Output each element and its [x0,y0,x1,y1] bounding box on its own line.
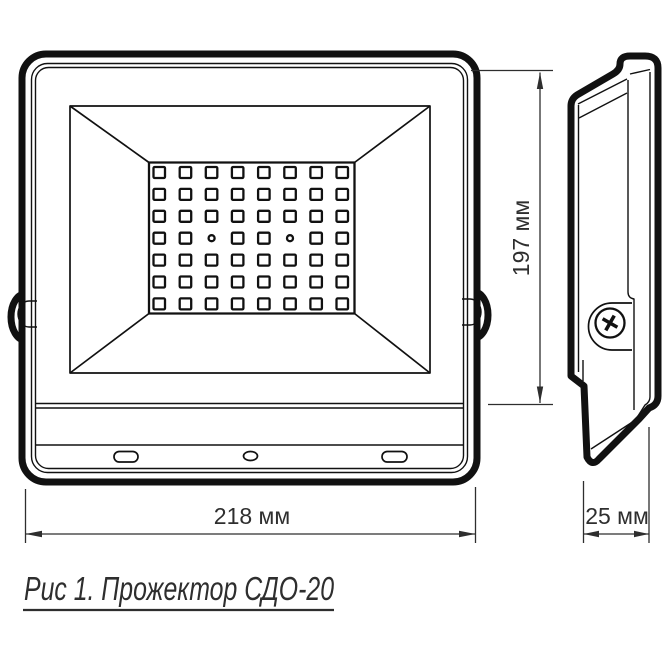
led-square [230,253,245,267]
led-square [309,253,324,267]
led-square [230,165,245,180]
led-square [335,297,350,311]
side-back-inner [629,68,651,417]
led-square [230,297,245,311]
screw-icon [594,307,626,339]
led-square [256,297,271,311]
led-square [204,187,219,202]
led-square [309,297,324,311]
led-square [256,275,271,289]
led-square [204,253,219,267]
side-glass-bevel [577,78,628,119]
led-square [178,253,193,267]
led-square [178,231,193,245]
dim-depth-label: 25 мм [585,503,649,529]
arrowhead-right [634,530,649,538]
led-square [256,187,271,202]
led-square [283,297,297,311]
led-square [283,165,297,180]
led-square [230,231,245,245]
led-square [309,165,324,180]
reflector-corner-lines [69,105,431,374]
led-square [204,165,219,180]
led-square [256,231,271,245]
side-view [567,52,662,466]
led-square [204,297,219,311]
led-dot [285,234,295,243]
reflector-frame [69,105,431,374]
led-square [152,209,167,223]
led-grid [152,165,350,311]
led-square [335,231,350,245]
led-square [335,165,350,180]
led-square [335,209,350,223]
dimension-height: 197 мм [471,69,553,406]
led-square [256,209,271,223]
arrowhead-right [459,530,476,538]
extension-lines [582,427,650,543]
arrowhead-left [25,530,42,538]
extension-lines [471,69,553,406]
led-square [178,297,193,311]
mounting-slot-center [242,450,259,462]
housing-inner-line-1 [30,62,469,474]
led-square [283,209,297,223]
led-square [152,275,167,289]
caption-text: Рис 1. Прожектор СДО-20 [24,570,334,607]
led-square [230,187,245,202]
led-square [309,275,324,289]
screw-bracket [587,302,632,351]
led-square [256,253,271,267]
arrowhead-bottom [536,386,544,403]
led-square [178,275,193,289]
arrowhead-top [536,72,544,89]
mounting-slot-right [381,450,408,463]
led-square [204,209,219,223]
led-square [178,165,193,180]
led-square [152,253,167,267]
led-square [204,275,219,289]
led-square [152,297,167,311]
side-face-edge [577,105,584,381]
mounting-slot-left [113,450,139,463]
led-square [178,187,193,202]
led-square [309,231,324,245]
led-square [335,253,350,267]
led-square [309,209,324,223]
led-dot [207,234,216,243]
led-square [283,187,297,202]
led-square [309,187,324,202]
side-body-split [627,80,635,410]
dim-width-label: 218 мм [214,503,290,529]
figure-caption: Рис 1. Прожектор СДО-20 [23,570,334,612]
arrowhead-left [583,530,599,538]
led-square [283,253,297,267]
dimension-depth: 25 мм [582,427,650,543]
led-square [335,275,350,289]
hinge-left-bracket [17,300,37,328]
led-square [335,187,350,202]
side-bottom-inner [590,420,635,450]
side-outline [567,52,662,466]
housing-inner-line-2 [34,66,465,470]
housing-outline [18,50,481,486]
led-square [152,231,167,245]
led-square [256,165,271,180]
led-square [283,275,297,289]
led-square [178,209,193,223]
led-square [152,187,167,202]
hinge-right-bracket [462,298,482,326]
led-panel [147,161,356,315]
front-view [7,50,492,486]
led-square [230,275,245,289]
dim-height-label: 197 мм [508,200,534,276]
face-seam [36,402,464,409]
dimension-width: 218 мм [24,487,477,543]
led-square [152,165,167,180]
led-square [230,209,245,223]
